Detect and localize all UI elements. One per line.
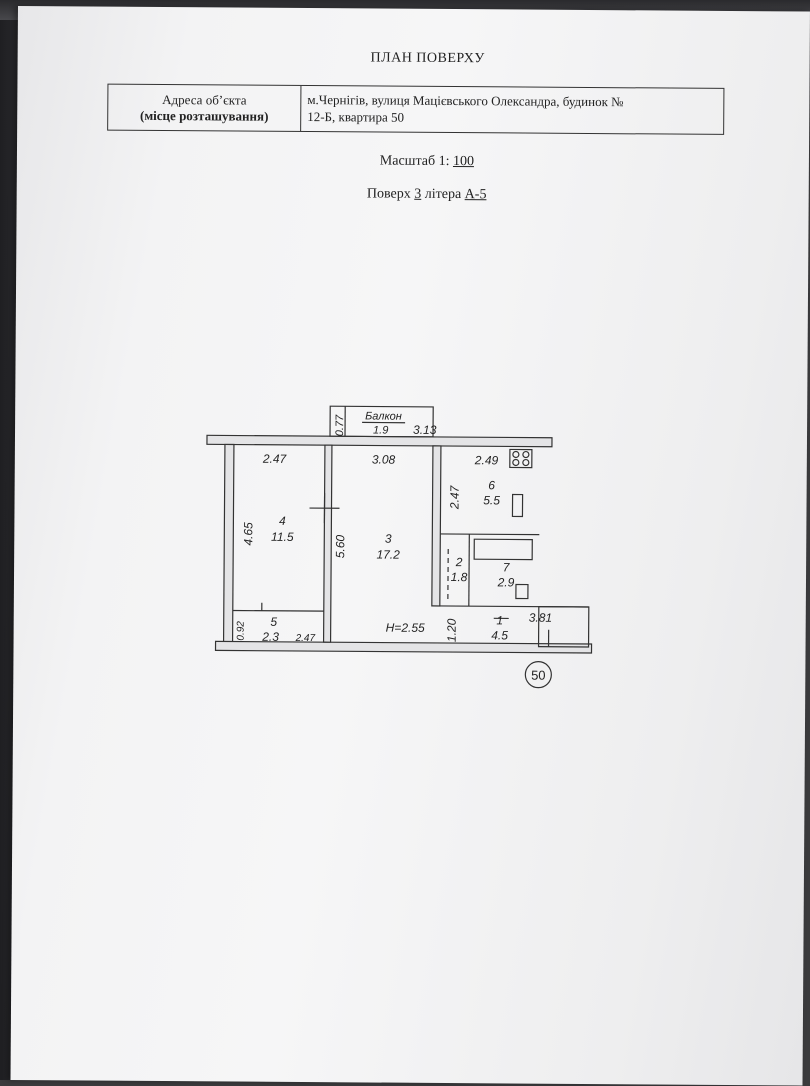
floor-line: Поверх 3 літера А-5 — [317, 186, 537, 204]
address-value-line2: 12-Б, квартира 50 — [307, 108, 717, 128]
room4-number: 4 — [279, 514, 286, 528]
room7-number: 7 — [503, 560, 511, 574]
balcony-label: Балкон — [365, 410, 402, 422]
room2-area: 1.8 — [451, 570, 468, 584]
room5-area: 2.3 — [261, 630, 279, 644]
room6-area: 5.5 — [483, 493, 500, 507]
document-sheet: ПЛАН ПОВЕРХУ Адреса об’єкта (місце розта… — [11, 6, 810, 1086]
room5-depth: 0.92 — [236, 621, 247, 641]
room3-area: 17.2 — [376, 548, 400, 562]
outer-wall-left — [224, 444, 234, 649]
room3-length: 5.60 — [333, 535, 347, 559]
address-table: Адреса об’єкта (місце розташування) м.Че… — [107, 84, 724, 135]
room1-width: 3.81 — [529, 611, 552, 625]
scale-line: Масштаб 1: 100 — [347, 153, 507, 170]
room2-number: 2 — [455, 555, 463, 569]
room1-area: 4.5 — [491, 628, 508, 642]
room6-width: 2.49 — [474, 453, 499, 467]
scale-prefix: Масштаб 1: — [380, 154, 450, 169]
balcony-width: 3.13 — [413, 423, 437, 437]
room4-length: 4.65 — [241, 522, 255, 546]
scale-value: 100 — [453, 154, 474, 169]
room1-depth: 1.20 — [445, 618, 459, 642]
floor-plan-drawing: 50 Балкон 1.9 3.13 0.77 2.47 4.65 4 11.5… — [193, 397, 615, 700]
room3-width: 3.08 — [372, 452, 396, 466]
balcony-depth: 0.77 — [334, 414, 346, 436]
room3-number: 3 — [385, 532, 392, 546]
address-label-line2: (місце розташування) — [140, 107, 269, 124]
balcony-area: 1.9 — [373, 424, 388, 436]
document-title: ПЛАН ПОВЕРХУ — [348, 50, 508, 67]
wall-room3-kitchen — [432, 446, 441, 606]
room6-length: 2.47 — [447, 484, 461, 510]
wall-room4-room3 — [324, 445, 332, 642]
ceiling-height: H=2.55 — [386, 621, 425, 635]
room1-number: 1 — [496, 613, 503, 627]
apartment-number: 50 — [531, 668, 546, 683]
floor-letter: А-5 — [465, 187, 487, 202]
floor-mid: літера — [425, 187, 462, 202]
address-value-cell: м.Чернігів, вулиця Мацієвського Олександ… — [301, 86, 723, 134]
bathtub — [474, 539, 532, 559]
room6-number: 6 — [488, 478, 495, 492]
room4-width: 2.47 — [262, 452, 288, 466]
kitchen-stove — [510, 449, 532, 467]
floor-number: 3 — [414, 187, 421, 202]
address-label-cell: Адреса об’єкта (місце розташування) — [108, 85, 301, 131]
bathroom-sink — [516, 584, 528, 598]
kitchen-sink — [512, 494, 522, 516]
address-label-line1: Адреса об’єкта — [162, 92, 246, 109]
floor-prefix: Поверх — [367, 186, 411, 201]
room4-area: 11.5 — [271, 530, 294, 544]
room5-width: 2.47 — [295, 633, 316, 644]
room5-number: 5 — [270, 615, 277, 629]
room7-area: 2.9 — [497, 575, 515, 589]
